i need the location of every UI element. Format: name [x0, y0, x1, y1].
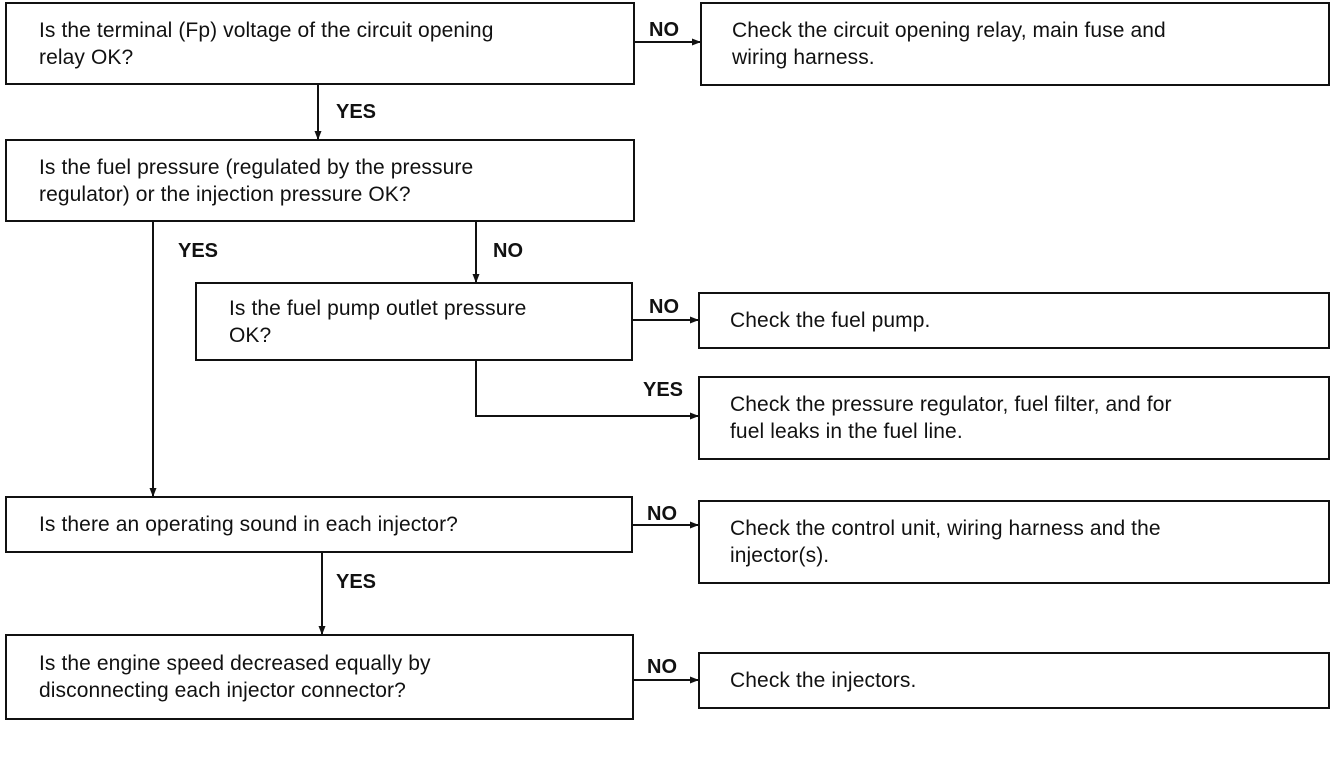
- action-box-check-relay: Check the circuit opening relay, main fu…: [700, 2, 1330, 86]
- action-box-check-regulator: Check the pressure regulator, fuel filte…: [698, 376, 1330, 460]
- question-box-pump-outlet-pressure: Is the fuel pump outlet pressure OK?: [195, 282, 633, 361]
- question-text: Is the fuel pressure (regulated by the p…: [39, 155, 474, 206]
- question-box-injector-sound: Is there an operating sound in each inje…: [5, 496, 633, 553]
- action-text: Check the injectors.: [730, 669, 917, 692]
- question-box-relay-voltage: Is the terminal (Fp) voltage of the circ…: [5, 2, 635, 85]
- question-text: Is there an operating sound in each inje…: [39, 513, 458, 536]
- action-text: Check the pressure regulator, fuel filte…: [730, 393, 1172, 443]
- question-box-fuel-pressure: Is the fuel pressure (regulated by the p…: [5, 139, 635, 222]
- action-text: Check the circuit opening relay, main fu…: [732, 19, 1166, 69]
- action-text: Check the control unit, wiring harness a…: [730, 517, 1161, 567]
- label-yes-q1: YES: [336, 101, 377, 123]
- action-box-check-control-unit: Check the control unit, wiring harness a…: [698, 500, 1330, 584]
- label-no-q3: NO: [649, 296, 679, 318]
- label-no-q5: NO: [647, 656, 677, 678]
- label-no-q4: NO: [647, 503, 677, 525]
- question-text: Is the fuel pump outlet pressure OK?: [229, 296, 527, 347]
- label-no-q1: NO: [649, 19, 679, 41]
- action-box-check-injectors: Check the injectors.: [698, 652, 1330, 709]
- question-text: Is the terminal (Fp) voltage of the circ…: [39, 18, 494, 69]
- action-box-check-fuel-pump: Check the fuel pump.: [698, 292, 1330, 349]
- label-yes-q4: YES: [336, 571, 377, 593]
- label-no-q2: NO: [493, 240, 523, 262]
- question-text: Is the engine speed decreased equally by…: [39, 652, 431, 702]
- label-yes-q2: YES: [178, 240, 219, 262]
- action-text: Check the fuel pump.: [730, 309, 931, 332]
- label-yes-q3: YES: [643, 379, 684, 401]
- question-box-engine-speed: Is the engine speed decreased equally by…: [5, 634, 634, 720]
